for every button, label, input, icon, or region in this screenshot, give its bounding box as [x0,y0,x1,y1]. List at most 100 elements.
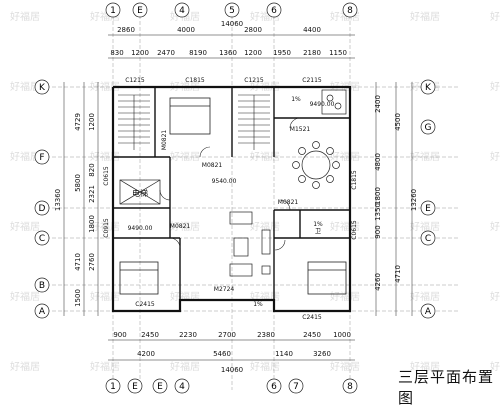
axis-bubbles-right: K G E C A [420,79,436,319]
watermark-text: 好福居 [330,220,360,233]
dims-left: 13360 4729 5800 4710 1500 1200 820 2321 … [54,113,96,307]
window-label: C1215 [125,77,145,84]
watermark-text: 好福居 [490,360,500,373]
dining-table [292,141,340,189]
watermark-text: 好福居 [10,10,40,23]
bed-bottom-right [307,261,347,295]
dim-text: 2800 [244,26,262,34]
dim-text: 2860 [117,26,135,34]
window-label: C0915 [103,218,110,238]
room-label: 1% [313,221,323,228]
dim-text: 1200 [244,49,262,57]
watermark-text: 好福居 [170,220,200,233]
axis-label: A [425,307,432,317]
dim-text: 4710 [394,265,402,283]
dim-text: 1500 [74,289,82,307]
axis-label: A [39,307,46,317]
watermark-text: 好福居 [10,290,40,303]
bed-bottom-left [119,261,159,295]
interior-walls [113,87,350,300]
axis-bubbles-left: K F D C B A [34,79,50,319]
axis-label: 6 [271,382,277,392]
dim-text: 13360 [54,189,62,211]
axis-label: 4 [179,382,185,392]
axis-bubble [266,2,282,18]
axis-label: D [39,204,46,214]
dim-text: 5800 [74,174,82,192]
dim-text: 2321 [88,185,96,203]
dim-text: 4400 [303,26,321,34]
dim-text: 900 [113,331,126,339]
room-label: 9490.00 [128,225,153,232]
grid-lines [40,15,460,390]
watermark-text: 好福居 [490,290,500,303]
door-label: M0821 [202,162,223,169]
watermark-text: 好福居 [170,360,200,373]
dim-text: 2400 [374,95,382,113]
axis-bubble [34,79,50,95]
axis-label: 6 [271,6,277,16]
watermark-text: 好福居 [10,360,40,373]
window-label: C1215 [244,77,264,84]
dim-text: 2700 [218,331,236,339]
axis-bubble [132,2,148,18]
dim-text: 14060 [221,20,243,28]
axis-bubble [266,378,282,394]
watermark-text: 好福居 [410,290,440,303]
dim-text: 1800 [88,215,96,233]
dim-text: 2760 [88,253,96,271]
door-label: M0821 [161,130,168,151]
dim-text: 2180 [303,49,321,57]
axis-bubble [34,230,50,246]
axis-label: 1 [110,382,116,392]
door-label: M1521 [290,126,311,133]
room-label: 1% [253,301,263,308]
dim-text: 4729 [74,113,82,131]
dim-text: 1800 [374,187,382,205]
dim-text: 8190 [189,49,207,57]
axis-label: 1 [110,6,116,16]
axis-bubble [34,149,50,165]
axis-bubble [34,277,50,293]
dim-text: 1000 [333,331,351,339]
watermark-text: 好福居 [330,150,360,163]
watermark-text: 好福居 [10,220,40,233]
dim-text: 4710 [74,253,82,271]
room-label: 9490.00 [310,101,335,108]
window-labels: C1215 C1815 C1215 C2115 C2415 C2415 C061… [103,77,358,321]
dim-text: 830 [110,49,123,57]
window-label: C0615 [351,220,358,240]
axis-bubble [34,303,50,319]
axis-label: C [425,234,431,244]
room-label: 电梯 [132,188,148,198]
watermark-text: 好福居 [490,150,500,163]
dim-text: 4200 [137,350,155,358]
door-labels: M0821 M0821 M0821 M1521 M0821 M2724 [161,126,310,293]
axis-bubble [127,378,143,394]
watermark-text: 好福居 [10,150,40,163]
sofa-set [229,211,271,277]
dimension-lines [63,34,413,361]
room-label: 9540.00 [212,178,237,185]
axis-bubbles-bottom: 1 E E 4 6 7 8 [105,378,358,394]
watermark-text: 好福居 [330,290,360,303]
watermark-text: 好福居 [410,150,440,163]
door-label: M2724 [214,286,235,293]
dim-text: 13260 [410,189,418,211]
axis-bubble [420,303,436,319]
axis-label: 7 [293,382,299,392]
stair-left [118,94,150,150]
axis-label: E [157,382,163,392]
axis-bubble [34,200,50,216]
watermark-text: 好福居 [490,10,500,23]
dim-text: 4500 [394,113,402,131]
watermark-text: 好福居 [490,80,500,93]
dim-text: 900 [374,225,382,238]
axis-bubble [174,378,190,394]
axis-bubble [342,378,358,394]
watermark-text: 好福居 [410,220,440,233]
dim-text: 14060 [221,366,243,374]
dim-text: 2470 [157,49,175,57]
axis-bubble [288,378,304,394]
